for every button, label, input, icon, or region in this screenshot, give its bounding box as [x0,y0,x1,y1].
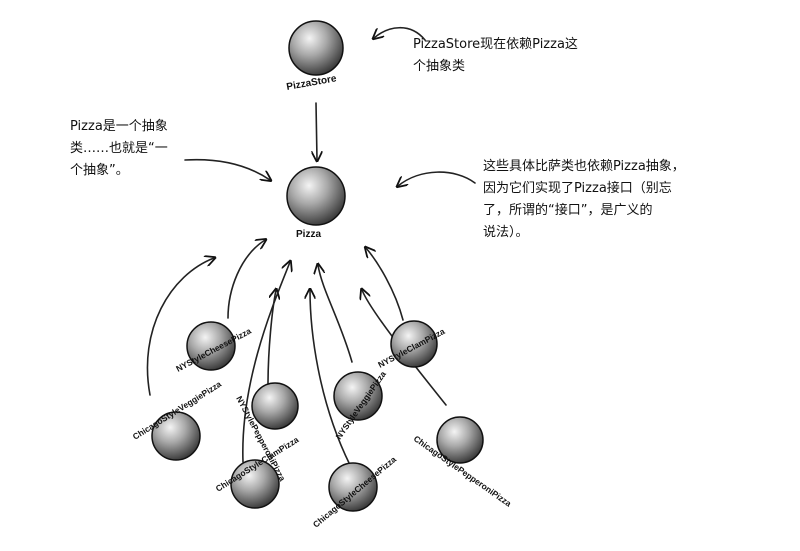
annotation-store-depends: PizzaStore现在依赖Pizza这 个抽象类 [413,37,578,74]
arrow-store-to-pizza [316,102,317,160]
arrow-ny-cheese [227,240,265,319]
node-ny-cheese-pizza: NYStyleCheesePizza [174,321,253,374]
arrow-chicago-veggie [146,258,214,396]
arrow-chicago-clam [242,262,290,463]
arrow-ny-veggie [318,265,353,363]
arrow-concrete-note [398,171,476,186]
arrow-pizza-note [184,158,270,180]
node-pizza-store: PizzaStore [286,20,344,93]
label-pizza: Pizza [296,229,321,240]
node-ny-clam-pizza: NYStyleClamPizza [376,320,447,370]
node-chicago-pepperoni-pizza: ChicagoStylePepperoniPizza [412,416,513,509]
node-ny-veggie-pizza: NYStyleVeggiePizza [333,369,388,441]
arrow-chicago-cheese [310,290,351,466]
label-pizza-store: PizzaStore [286,73,338,93]
node-chicago-clam-pizza: ChicagoStyleClamPizza [214,434,301,509]
arrow-store-note [374,27,426,41]
node-pizza: Pizza [286,166,346,240]
arrow-ny-clam [366,248,404,321]
annotation-concrete-depend: 这些具体比萨类也依赖Pizza抽象， 因为它们实现了Pizza接口（别忘 了，所… [483,159,685,240]
node-chicago-cheese-pizza: ChicagoStyleCheesePizza [311,454,398,530]
annotation-pizza-abstract: Pizza是一个抽象 类……也就是“一 个抽象”。 [70,119,168,178]
arrow-ny-pepperoni [267,290,276,386]
node-chicago-veggie-pizza: ChicagoStyleVeggiePizza [131,379,223,461]
